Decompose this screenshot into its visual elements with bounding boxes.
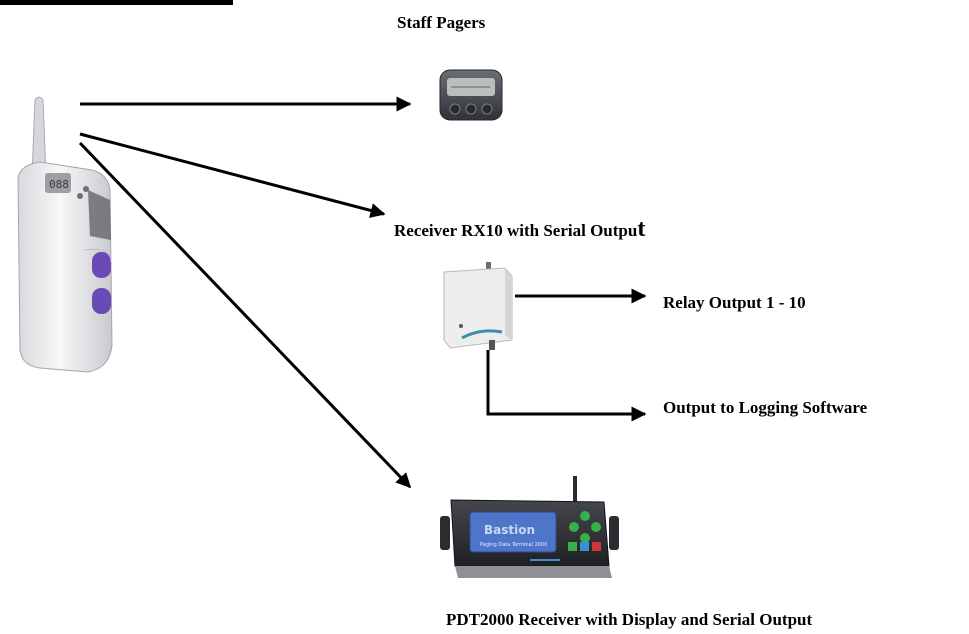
connector-arrows — [78, 96, 647, 489]
relay-output-label: Relay Output 1 - 10 — [663, 293, 806, 312]
rx10-receiver-icon — [443, 262, 513, 350]
arrow-to-logging — [486, 350, 647, 422]
handheld-transmitter-icon: 088 — [17, 96, 113, 373]
svg-text:Paging Data Terminal 2000: Paging Data Terminal 2000 — [480, 542, 547, 548]
arrow-to-pdt2000 — [78, 141, 412, 489]
logging-output-label: Output to Logging Software — [663, 398, 868, 417]
svg-text:Bastion: Bastion — [484, 523, 535, 537]
pdt2000-display-icon: Bastion Paging Data Terminal 2000 — [440, 476, 619, 578]
arrow-to-rx10 — [79, 132, 386, 218]
svg-text:088: 088 — [49, 178, 69, 191]
receiver-rx10-label-last: t — [637, 216, 646, 242]
pdt2000-label: PDT2000 Receiver with Display and Serial… — [446, 610, 813, 629]
top-rule — [0, 0, 233, 5]
pager-icon — [439, 69, 503, 121]
receiver-rx10-label: Receiver RX10 with Serial Output — [394, 216, 645, 243]
receiver-rx10-label-text: Receiver RX10 with Serial Outpu — [394, 221, 638, 240]
staff-pagers-label: Staff Pagers — [397, 13, 486, 32]
